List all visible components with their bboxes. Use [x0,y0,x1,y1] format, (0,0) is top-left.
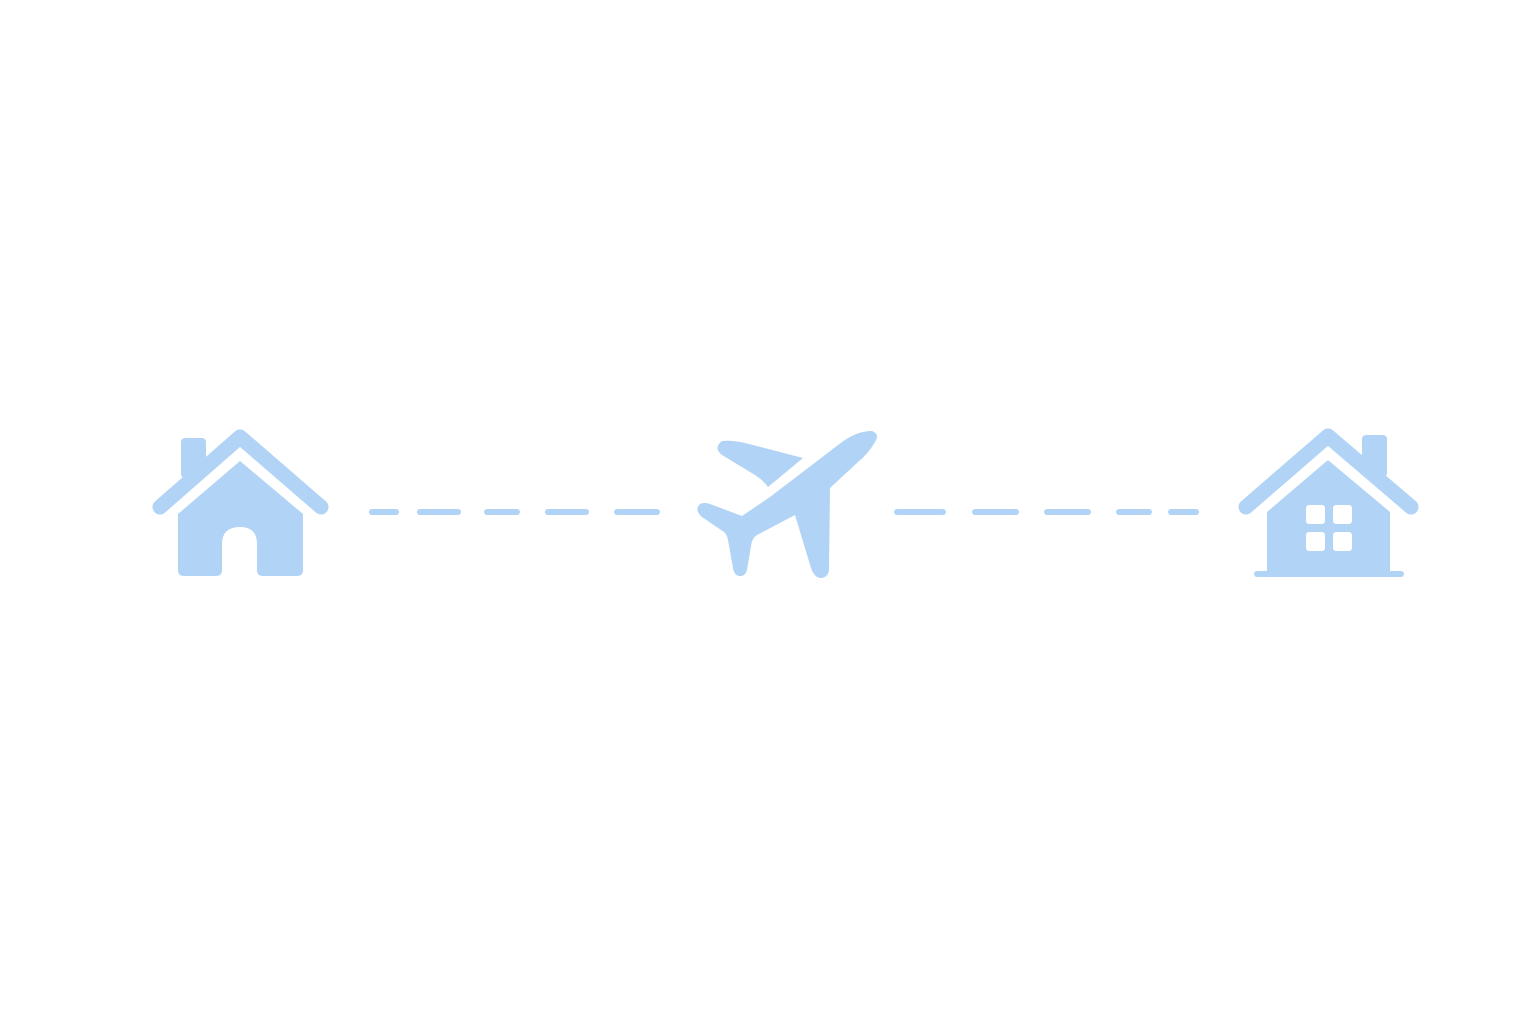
route-dash [1044,509,1091,515]
airplane-body [697,431,877,578]
airplane-wing [717,440,803,487]
house-body [1267,460,1390,574]
window-pane [1306,505,1325,524]
route-dash [894,509,946,515]
house-roof [1238,428,1419,515]
home-icon [152,429,329,576]
house-with-windows-icon [1238,428,1419,577]
window-pane [1333,505,1352,524]
route-dash [484,509,520,515]
route-dash [369,509,399,515]
house-base [1254,571,1404,577]
route-dash [1116,509,1152,515]
route-dash [614,509,660,515]
route-dashes-left [369,509,660,515]
route-dash [417,509,461,515]
house-window [1306,505,1352,551]
window-pane [1333,532,1352,551]
route-dash [972,509,1019,515]
airplane-icon [697,431,877,578]
home-roof [152,429,329,515]
window-pane [1306,532,1325,551]
route-dash [1168,509,1199,515]
home-body [178,461,303,576]
route-dashes-right [894,509,1199,515]
route-dash [545,509,589,515]
